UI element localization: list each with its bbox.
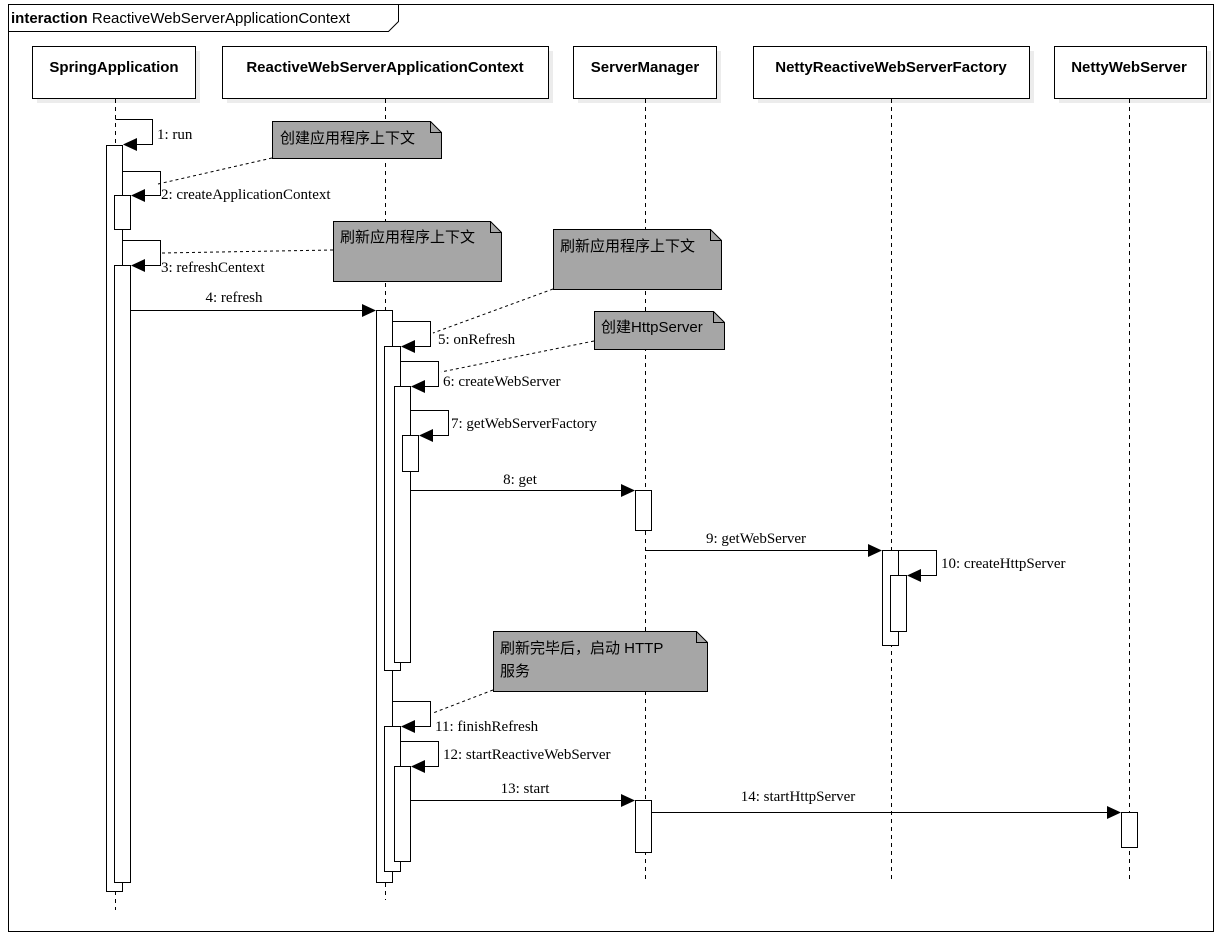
message-label-12: 12: startReactiveWebServer bbox=[443, 747, 610, 763]
note-line: 刷新完毕后，启动 HTTP bbox=[500, 640, 663, 657]
arrowhead-2 bbox=[131, 189, 145, 202]
activation-ctx-get-factory bbox=[402, 435, 419, 472]
arrowhead-9 bbox=[868, 544, 882, 557]
arrowhead-12 bbox=[411, 760, 425, 773]
participant-label: ServerManager bbox=[591, 59, 700, 76]
arrowhead-14 bbox=[1107, 806, 1121, 819]
note-create-context: 创建应用程序上下文 bbox=[272, 121, 442, 159]
message-arrow-12 bbox=[400, 741, 439, 767]
participant-mgr: ServerManager bbox=[573, 46, 721, 103]
activation-factory-create-http-server bbox=[890, 575, 907, 632]
participant-label: NettyReactiveWebServerFactory bbox=[775, 59, 1007, 76]
message-label-13: 13: start bbox=[501, 781, 551, 797]
message-label-10: 10: createHttpServer bbox=[941, 556, 1066, 572]
frame-name: ReactiveWebServerApplicationContext bbox=[92, 10, 351, 27]
message-label-7: 7: getWebServerFactory bbox=[451, 416, 597, 432]
message-arrow-1 bbox=[115, 119, 153, 145]
note-text: 刷新完毕后，启动 HTTP 服务 bbox=[500, 640, 667, 680]
note-connector-3 bbox=[432, 288, 554, 334]
note-connector-1 bbox=[157, 157, 273, 185]
note-connector-4 bbox=[440, 340, 595, 373]
message-arrow-10 bbox=[898, 550, 937, 576]
message-arrow-6 bbox=[400, 361, 439, 387]
activation-netty-start-http bbox=[1121, 812, 1138, 848]
message-label-14: 14: startHttpServer bbox=[741, 789, 856, 805]
message-label-4: 4: refresh bbox=[205, 290, 263, 306]
participant-factory: NettyReactiveWebServerFactory bbox=[753, 46, 1034, 103]
message-arrow-11 bbox=[392, 701, 431, 727]
interaction-frame bbox=[8, 4, 1214, 932]
arrowhead-5 bbox=[401, 340, 415, 353]
message-arrow-7 bbox=[410, 410, 449, 436]
note-text: 创建HttpServer bbox=[601, 319, 703, 336]
message-label-11: 11: finishRefresh bbox=[435, 719, 539, 735]
arrowhead-13 bbox=[621, 794, 635, 807]
message-label-2: 2: createApplicationContext bbox=[161, 187, 331, 203]
activation-ctx-create-web-server bbox=[394, 386, 411, 663]
note-text: 刷新应用程序上下文 bbox=[560, 237, 695, 255]
note-connector-5 bbox=[432, 689, 494, 714]
message-arrow-5 bbox=[392, 321, 431, 347]
participant-label: ReactiveWebServerApplicationContext bbox=[246, 59, 523, 76]
activation-mgr-start bbox=[635, 800, 652, 853]
note-refresh-context-1: 刷新应用程序上下文 bbox=[333, 221, 502, 282]
message-label-9: 9: getWebServer bbox=[706, 531, 806, 547]
note-refresh-context-2: 刷新应用程序上下文 bbox=[553, 229, 722, 290]
note-start-http: 刷新完毕后，启动 HTTP 服务 bbox=[493, 631, 708, 692]
note-text: 刷新应用程序上下文 bbox=[340, 228, 475, 246]
participant-label: NettyWebServer bbox=[1071, 59, 1187, 76]
activation-springapp-refresh-context bbox=[114, 265, 131, 883]
activation-ctx-start-reactive bbox=[394, 766, 411, 862]
arrowhead-11 bbox=[401, 720, 415, 733]
frame-keyword: interaction bbox=[11, 10, 88, 27]
arrowhead-8 bbox=[621, 484, 635, 497]
activation-mgr-get bbox=[635, 490, 652, 531]
activation-springapp-create-context bbox=[114, 195, 131, 230]
frame-title: interaction ReactiveWebServerApplication… bbox=[11, 10, 351, 27]
message-label-6: 6: createWebServer bbox=[443, 374, 560, 390]
message-label-3: 3: refreshCentext bbox=[161, 260, 266, 276]
arrowhead-6 bbox=[411, 380, 425, 393]
message-label-8: 8: get bbox=[503, 472, 538, 488]
message-label-1: 1: run bbox=[157, 127, 193, 143]
note-line: 服务 bbox=[500, 663, 530, 680]
participant-ctx: ReactiveWebServerApplicationContext bbox=[222, 46, 553, 103]
note-text: 创建应用程序上下文 bbox=[280, 129, 415, 147]
arrowhead-1 bbox=[123, 138, 137, 151]
note-connector-2 bbox=[161, 249, 334, 254]
participant-label: SpringApplication bbox=[49, 59, 178, 76]
arrowhead-4 bbox=[362, 304, 376, 317]
note-create-http-server: 创建HttpServer bbox=[594, 311, 725, 350]
frame-name-tab bbox=[8, 4, 399, 32]
arrowhead-10 bbox=[907, 569, 921, 582]
message-label-5: 5: onRefresh bbox=[438, 332, 516, 348]
message-arrow-3 bbox=[122, 240, 161, 266]
participant-springapp: SpringApplication bbox=[32, 46, 200, 103]
participant-netty: NettyWebServer bbox=[1054, 46, 1211, 103]
arrowhead-3 bbox=[131, 259, 145, 272]
arrowhead-7 bbox=[419, 429, 433, 442]
